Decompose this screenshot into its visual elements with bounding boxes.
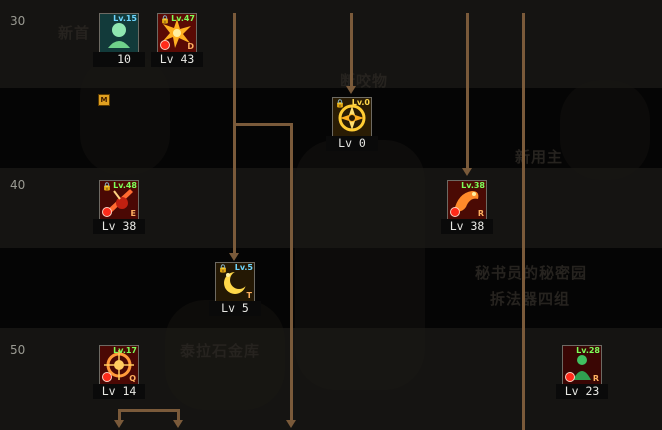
hotkey-letter: E xyxy=(130,209,136,218)
hotkey-letter: T xyxy=(246,291,252,300)
skill-icon-frame[interactable]: 🔒 Lv.0 xyxy=(332,97,372,137)
character-art xyxy=(295,140,425,390)
connector-line xyxy=(118,409,180,412)
connector-line xyxy=(522,13,525,430)
skill-level-text: Lv 23 xyxy=(556,384,608,399)
skill-level-text: Lv 0 xyxy=(326,136,378,151)
connector-line xyxy=(233,123,293,126)
skill-level-text: Lv 38 xyxy=(441,219,493,234)
mastery-badge: M xyxy=(98,94,110,106)
corner-level: Lv.47 xyxy=(171,14,195,23)
skill-level-text: M 10 xyxy=(93,52,145,106)
skill-icon-frame[interactable]: Lv.15 xyxy=(99,13,139,53)
background-text: 新首 xyxy=(58,24,91,42)
connector-line xyxy=(118,409,121,421)
skill-icon-frame[interactable]: 🔒 Lv.47 D xyxy=(157,13,197,53)
skill-level-text: Lv 43 xyxy=(151,52,203,67)
character-art xyxy=(80,55,170,175)
slash-icon xyxy=(100,181,138,219)
connector-line xyxy=(233,13,236,256)
skill-icon-frame[interactable]: Lv.28 R xyxy=(562,345,602,385)
hotkey-letter: R xyxy=(592,374,599,383)
connector-arrow xyxy=(173,420,183,428)
connector-line xyxy=(466,13,469,171)
alert-icon xyxy=(160,40,170,50)
skill-slot[interactable]: Lv.15 M 10 xyxy=(93,13,145,106)
level-label-40: 40 xyxy=(10,178,26,192)
level-label-50: 50 xyxy=(10,343,26,357)
skill-slot[interactable]: 🔒 Lv.0 Lv 0 xyxy=(326,97,378,151)
corner-level: Lv.48 xyxy=(113,181,137,190)
connector-line xyxy=(177,409,180,421)
hotkey-letter: R xyxy=(477,209,484,218)
skill-slot[interactable]: Lv.38 R Lv 38 xyxy=(441,180,493,234)
skill-level-text: Lv 5 xyxy=(209,301,261,316)
connector-line xyxy=(290,123,293,423)
skill-icon-frame[interactable]: Lv.17 Q xyxy=(99,345,139,385)
corner-level: Lv.28 xyxy=(576,346,600,355)
row-band xyxy=(0,248,662,328)
background-text: 泰拉石金库 xyxy=(180,342,261,360)
skill-slot[interactable]: Lv.28 R Lv 23 xyxy=(556,345,608,399)
corner-level: Lv.17 xyxy=(113,346,137,355)
bust-icon xyxy=(100,14,138,52)
skill-icon-frame[interactable]: Lv.38 R xyxy=(447,180,487,220)
level-label-30: 30 xyxy=(10,14,26,28)
hotkey-letter: Q xyxy=(129,374,136,383)
character-art xyxy=(560,80,650,180)
lock-icon: 🔒 xyxy=(102,182,112,191)
connector-arrow xyxy=(286,420,296,428)
background-text: 拆法器四组 xyxy=(490,290,571,308)
alert-icon xyxy=(102,372,112,382)
corner-level: Lv.38 xyxy=(461,181,485,190)
background-text: 新用主 xyxy=(515,148,564,166)
lock-icon: 🔒 xyxy=(335,99,345,108)
skill-icon-frame[interactable]: 🔒 Lv.48 E xyxy=(99,180,139,220)
connector-arrow xyxy=(114,420,124,428)
alert-icon xyxy=(450,207,460,217)
skill-icon-frame[interactable]: 🔒 Lv.5 T xyxy=(215,262,255,302)
crescent-icon xyxy=(216,263,254,301)
corner-level: Lv.15 xyxy=(113,14,137,23)
skill-slot[interactable]: 🔒 Lv.48 E Lv 38 xyxy=(93,180,145,234)
connector-arrow xyxy=(462,168,472,176)
connector-arrow xyxy=(229,253,239,261)
skill-slot[interactable]: 🔒 Lv.5 T Lv 5 xyxy=(209,262,261,316)
hotkey-letter: D xyxy=(187,42,194,51)
connector-arrow xyxy=(346,86,356,94)
vortex-icon xyxy=(333,98,371,136)
background-text: 秘书员的秘密园 xyxy=(475,264,588,282)
character-art xyxy=(165,300,285,410)
alert-icon xyxy=(102,207,112,217)
connector-line xyxy=(350,13,353,89)
skill-level-text: Lv 38 xyxy=(93,219,145,234)
lock-icon: 🔒 xyxy=(218,264,228,273)
skill-level-value: 10 xyxy=(117,52,131,66)
skill-slot[interactable]: 🔒 Lv.47 D Lv 43 xyxy=(151,13,203,67)
corner-level: Lv.0 xyxy=(351,98,370,107)
skill-slot[interactable]: Lv.17 Q Lv 14 xyxy=(93,345,145,399)
lock-icon: 🔒 xyxy=(160,15,170,24)
alert-icon xyxy=(565,372,575,382)
row-band xyxy=(0,88,662,168)
corner-level: Lv.5 xyxy=(234,263,253,272)
skill-level-text: Lv 14 xyxy=(93,384,145,399)
